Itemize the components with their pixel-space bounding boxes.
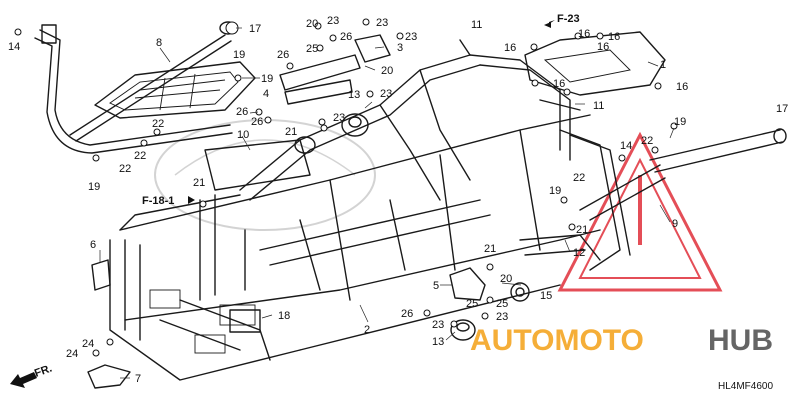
watermark-text-automoto: AUTOMOTO [470, 324, 644, 357]
callout-25: 25 [496, 298, 508, 310]
main-frame-part-2 [109, 31, 787, 381]
bracket-part-6 [91, 259, 111, 291]
bracket-part-7 [87, 364, 131, 389]
skid-plate-part-8 [94, 61, 256, 119]
brackets-part-3-4 [279, 34, 391, 105]
engine-mounts-part-13 [294, 113, 476, 341]
callout-18: 18 [278, 310, 290, 322]
callout-4: 4 [263, 88, 269, 100]
callout-labels: 14 17 8 19 19 20 23 23 26 26 3 23 20 25 … [8, 15, 788, 385]
callout-21: 21 [285, 126, 297, 138]
callout-22: 22 [119, 163, 131, 175]
callout-25: 25 [466, 298, 478, 310]
callout-16: 16 [578, 28, 590, 40]
callout-3: 3 [397, 42, 403, 54]
callout-23: 23 [496, 311, 508, 323]
watermark-warning-triangles [557, 131, 723, 292]
callout-26: 26 [340, 31, 352, 43]
callout-23: 23 [380, 88, 392, 100]
callout-20: 20 [306, 18, 318, 30]
callout-6: 6 [90, 239, 96, 251]
callout-11: 11 [593, 100, 604, 112]
callout-22: 22 [641, 135, 653, 147]
reference-f18-1: F-18-1 [142, 195, 174, 207]
front-direction-indicator: FR. [10, 362, 54, 388]
callout-22: 22 [573, 172, 585, 184]
callout-1: 1 [660, 59, 666, 71]
callout-21: 21 [193, 177, 205, 189]
callout-2: 2 [364, 324, 370, 336]
front-tube-part-14 [34, 21, 237, 154]
callout-13: 13 [348, 89, 360, 101]
callout-10: 10 [237, 129, 249, 141]
callout-26: 26 [401, 308, 413, 320]
callout-22: 22 [134, 150, 146, 162]
bracket-part-18 [229, 309, 261, 333]
callout-15: 15 [540, 290, 552, 302]
callout-19: 19 [233, 49, 245, 61]
callout-26: 26 [251, 116, 263, 128]
watermark-automotohub: AUTOMOTO HUB [470, 324, 773, 357]
direction-label: FR. [33, 362, 54, 379]
callout-21: 21 [484, 243, 496, 255]
reference-f23: F-23 [557, 13, 580, 25]
callout-26: 26 [277, 49, 289, 61]
callout-19: 19 [88, 181, 100, 193]
callout-20: 20 [500, 273, 512, 285]
callout-25: 25 [306, 43, 318, 55]
callout-16: 16 [608, 31, 620, 43]
callout-17: 17 [249, 23, 261, 35]
callout-13: 13 [432, 336, 444, 348]
diagram-code: HL4MF4600 [718, 381, 773, 392]
callout-9: 9 [672, 218, 678, 230]
callout-26: 26 [236, 106, 248, 118]
callout-20: 20 [381, 65, 393, 77]
callout-17: 17 [776, 103, 788, 115]
callout-23: 23 [432, 319, 444, 331]
callout-16: 16 [597, 41, 609, 53]
callout-23: 23 [333, 112, 345, 124]
callout-21: 21 [576, 224, 588, 236]
callout-16: 16 [504, 42, 516, 54]
leader-lines [99, 27, 675, 379]
callout-24: 24 [82, 338, 94, 350]
callout-22: 22 [152, 118, 164, 130]
callout-8: 8 [156, 37, 162, 49]
callout-23: 23 [327, 15, 339, 27]
callout-24: 24 [66, 348, 78, 360]
callout-23: 23 [405, 31, 417, 43]
callout-7: 7 [135, 373, 141, 385]
callout-19: 19 [261, 73, 273, 85]
callout-19: 19 [549, 185, 561, 197]
callout-14: 14 [620, 140, 632, 152]
callout-16: 16 [676, 81, 688, 93]
callout-19: 19 [674, 116, 686, 128]
fasteners [14, 18, 678, 357]
callout-11: 11 [471, 19, 482, 31]
callout-14: 14 [8, 41, 20, 53]
callout-12: 12 [573, 247, 585, 259]
callout-16: 16 [553, 78, 565, 90]
watermark-text-hub: HUB [708, 324, 773, 357]
bracket-part-5-15 [449, 267, 530, 302]
callout-5: 5 [433, 280, 439, 292]
reference-labels: F-23 F-18-1 [142, 13, 580, 207]
callout-23: 23 [376, 17, 388, 29]
